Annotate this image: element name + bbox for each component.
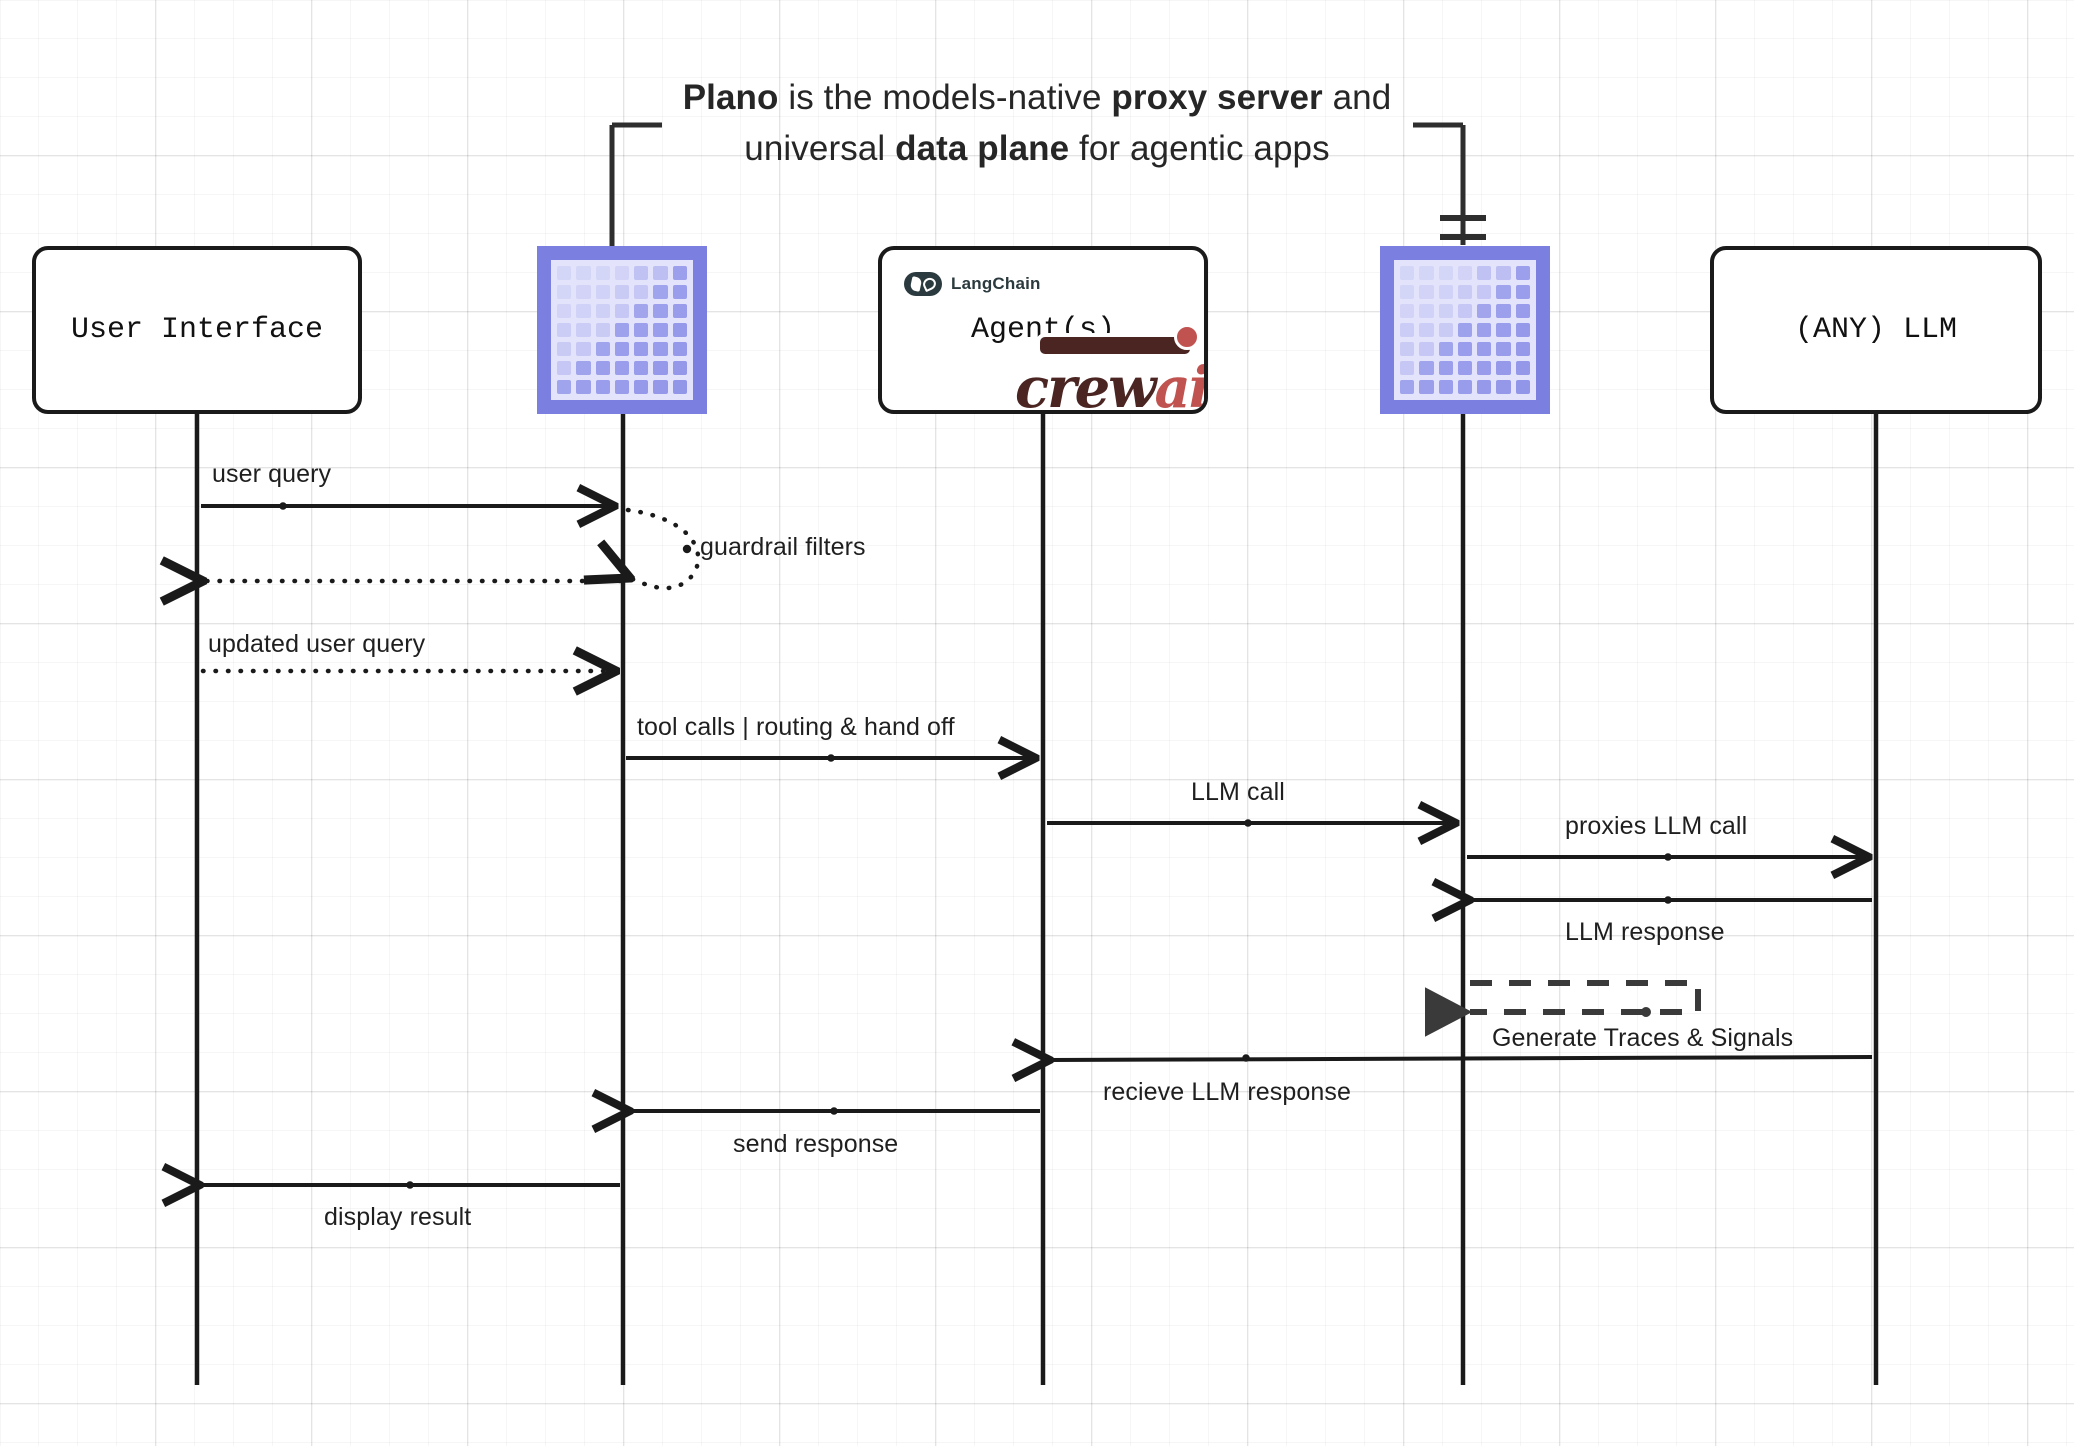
participant-plano-logo-1[interactable] — [537, 246, 707, 414]
participant-user-interface[interactable]: User Interface — [32, 246, 362, 414]
crewai-logo: crewai — [1012, 355, 1208, 414]
participant-label-llm: (ANY) LLM — [1794, 313, 1958, 347]
plano-logo-grid-2 — [1394, 260, 1536, 400]
participant-llm[interactable]: (ANY) LLM — [1710, 246, 2042, 414]
message-send-response — [630, 1107, 1040, 1115]
message-display-result — [200, 1181, 620, 1189]
title-connector-left — [609, 122, 662, 250]
message-llm-response — [1470, 896, 1872, 904]
crewai-logo-dot — [1174, 324, 1200, 350]
plano-logo-grid-1 — [551, 260, 693, 400]
langchain-label: LangChain — [951, 274, 1041, 293]
message-generate-traces — [1425, 980, 1701, 1037]
participant-plano-logo-2[interactable] — [1380, 246, 1550, 414]
message-recieve-llm-response — [1050, 1054, 1873, 1062]
participant-agents[interactable]: LangChain Agent(s) crewai — [878, 246, 1208, 414]
participant-label-user-interface: User Interface — [70, 313, 324, 347]
message-tool-calls — [626, 754, 1036, 762]
message-guardrail-filters — [628, 507, 701, 591]
message-llm-call — [1047, 819, 1456, 827]
message-proxies-llm-call — [1467, 853, 1869, 861]
title-connector-right — [1413, 122, 1486, 245]
langchain-icon — [904, 272, 942, 296]
message-user-query — [201, 502, 615, 510]
langchain-badge: LangChain — [904, 272, 1041, 296]
